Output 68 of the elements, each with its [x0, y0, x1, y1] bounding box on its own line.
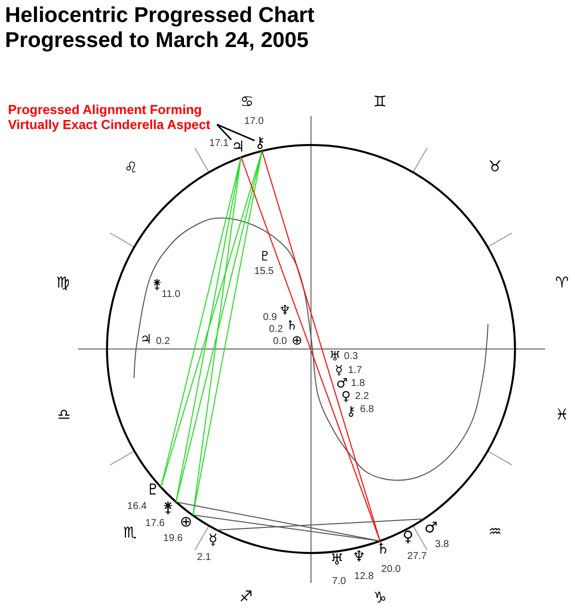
planet-glyph: ⊕	[292, 334, 302, 348]
planet-glyph: ♀	[402, 530, 414, 544]
zodiac-sign: ♓	[555, 408, 569, 422]
zodiac-sign: ♑	[373, 590, 387, 606]
degree-label: 15.5	[254, 267, 274, 277]
leader-line	[216, 124, 255, 142]
degree-label: 17.0	[244, 117, 264, 127]
degree-label: 12.8	[354, 572, 374, 582]
degree-label: 0.2	[156, 337, 170, 347]
aspect-line	[216, 518, 424, 530]
aspect-line	[176, 156, 242, 502]
planet-glyph: ⚷	[346, 406, 356, 418]
zodiac-sign: ♋	[240, 94, 254, 110]
degree-label: 0.0	[273, 337, 287, 347]
planet-glyph: ♅	[329, 350, 341, 364]
planet-glyph: ♅	[330, 552, 344, 568]
aspect-line	[262, 150, 380, 542]
degree-label: 19.6	[163, 534, 183, 544]
chart-title: Heliocentric Progressed Chart Progressed to March 24, 2005	[5, 3, 316, 53]
leader-line	[216, 124, 232, 140]
zodiac-sign: ♍	[56, 276, 70, 290]
degree-label: 1.8	[351, 379, 365, 389]
aspect-line	[240, 156, 380, 542]
planet-glyph: ♃	[231, 140, 245, 154]
degree-label: 3.8	[435, 540, 449, 550]
planet-glyph: ♂	[336, 378, 348, 390]
aspect-line	[192, 514, 380, 542]
degree-label: 2.2	[355, 392, 369, 402]
zodiac-sign: ♈	[555, 276, 569, 290]
planet-glyph: ♃	[140, 334, 152, 346]
degree-label: 16.4	[127, 502, 147, 512]
planet-glyph: ☿	[335, 364, 343, 378]
planet-glyph: ♀	[341, 390, 351, 404]
planet-glyph: ♄	[286, 320, 298, 332]
degree-label: 11.0	[162, 290, 180, 300]
degree-label: 2.1	[197, 553, 211, 563]
planet-glyph: ⊕	[180, 514, 192, 530]
planet-glyph: ♇	[259, 250, 271, 264]
aspect-line	[192, 150, 262, 516]
degree-label: 0.3	[344, 352, 358, 362]
zodiac-sign: ♐	[239, 590, 253, 604]
annotation-text: Progressed Alignment Forming Virtually Exact Cinderella Aspect	[8, 102, 216, 132]
zodiac-sign: ♊	[373, 94, 387, 110]
zodiac-sign: ♉	[488, 160, 502, 174]
degree-label: 7.0	[332, 577, 346, 587]
planet-glyph: ⚵	[162, 500, 174, 516]
degree-label: 17.6	[145, 519, 165, 529]
planet-glyph: ⚷	[254, 136, 266, 150]
planet-glyph: ♆	[279, 304, 291, 318]
degree-label: 27.7	[407, 552, 427, 562]
planet-glyph: ⚵	[152, 278, 162, 292]
degree-label: 0.2	[269, 325, 283, 335]
degree-label: 20.0	[381, 565, 401, 575]
planet-glyph: ♄	[376, 542, 390, 556]
degree-label: 1.7	[348, 366, 362, 376]
degree-label: 17.1	[209, 139, 229, 149]
planet-glyph: ☿	[208, 532, 218, 548]
planet-glyph: ♂	[424, 520, 438, 536]
planet-glyph: ♆	[352, 550, 366, 564]
zodiac-sign: ♎	[57, 408, 71, 422]
degree-label: 6.8	[360, 405, 374, 415]
zodiac-sign: ♏	[123, 526, 137, 540]
zodiac-sign: ♌	[124, 160, 138, 176]
aspect-line	[192, 156, 242, 516]
planet-glyph: ♇	[146, 482, 160, 498]
degree-label: 0.9	[263, 313, 277, 323]
zodiac-sign: ♒	[488, 524, 502, 540]
aspect-line	[160, 150, 262, 488]
